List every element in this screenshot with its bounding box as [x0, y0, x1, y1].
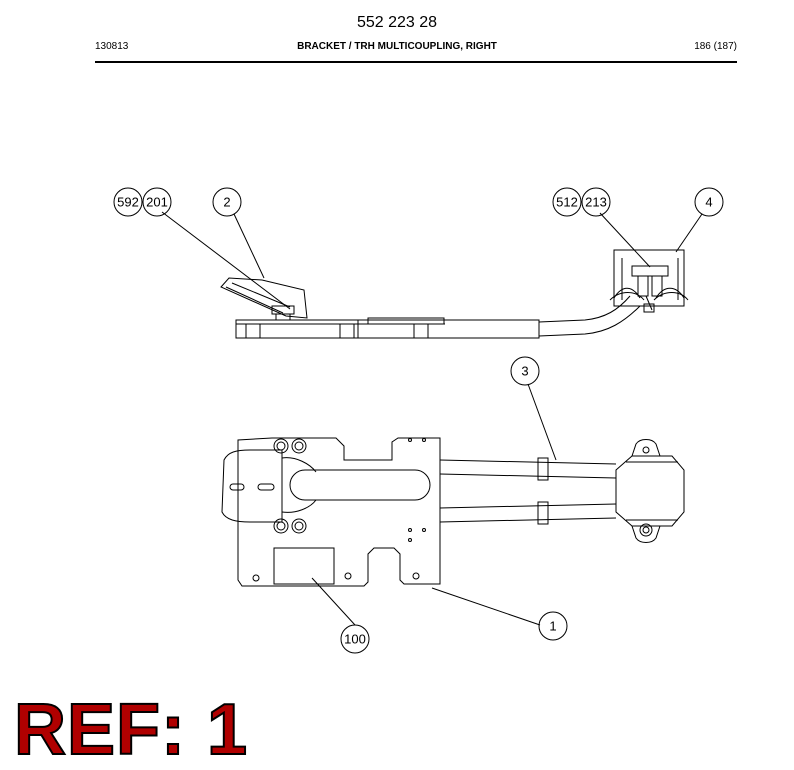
callout-213: 213 [585, 195, 607, 210]
callout-100: 100 [344, 632, 366, 647]
date-code: 130813 [95, 41, 129, 52]
callout-circle-4 [694, 187, 724, 217]
callout-circle-592 [113, 187, 143, 217]
callout-circle-512 [552, 187, 582, 217]
ref-label: REF: 1 [13, 690, 249, 770]
bottom-assembly-plan-view [221, 437, 685, 587]
callout-512: 512 [556, 195, 578, 210]
top-assembly-side-view [220, 249, 689, 339]
callout-592: 592 [117, 195, 139, 210]
callout-3: 3 [521, 364, 528, 379]
part-number: 552 223 28 [356, 14, 438, 31]
callout-4: 4 [705, 195, 712, 210]
callout-circle-2 [212, 187, 242, 217]
callout-circle-1 [538, 611, 568, 641]
callout-circle-3 [510, 356, 540, 386]
callout-201: 201 [146, 195, 168, 210]
callout-circle-100 [340, 624, 370, 654]
page-number: 186 (187) [694, 41, 737, 52]
callout-2: 2 [223, 195, 230, 210]
callout-circle-213 [581, 187, 611, 217]
callout-circle-201 [142, 187, 172, 217]
leader-lines [161, 211, 703, 626]
header-rule [95, 61, 737, 63]
callout-1: 1 [549, 619, 556, 634]
callouts [113, 187, 724, 654]
page-title: BRACKET / TRH MULTICOUPLING, RIGHT [297, 41, 497, 52]
